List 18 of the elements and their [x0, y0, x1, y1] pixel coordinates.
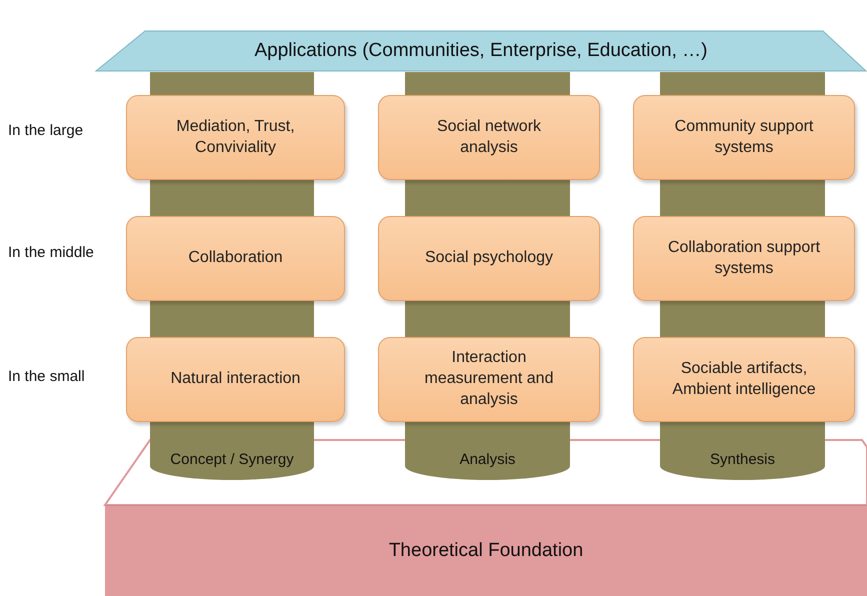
topic-box: Sociable artifacts, Ambient intelligence — [633, 337, 855, 422]
roof-banner — [95, 30, 867, 72]
topic-box: Collaboration — [126, 216, 345, 301]
foundation-block: Theoretical Foundation — [105, 505, 867, 596]
row-label: In the middle — [8, 244, 94, 261]
topic-box: Social network analysis — [378, 95, 600, 180]
topic-box: Mediation, Trust, Conviviality — [126, 95, 345, 180]
pillar-label: Concept / Synergy — [169, 451, 295, 468]
topic-box: Community support systems — [633, 95, 855, 180]
topic-box: Interaction measurement and analysis — [378, 337, 600, 422]
row-label: In the small — [8, 368, 85, 385]
pillar-label: Synthesis — [708, 451, 776, 468]
topic-box: Natural interaction — [126, 337, 345, 422]
row-label: In the large — [8, 122, 84, 139]
topic-box: Collaboration support systems — [633, 216, 855, 301]
pillar-label: Analysis — [458, 451, 516, 468]
topic-box: Social psychology — [378, 216, 600, 301]
roof-title: Applications (Communities, Enterprise, Education, …) — [253, 40, 709, 62]
